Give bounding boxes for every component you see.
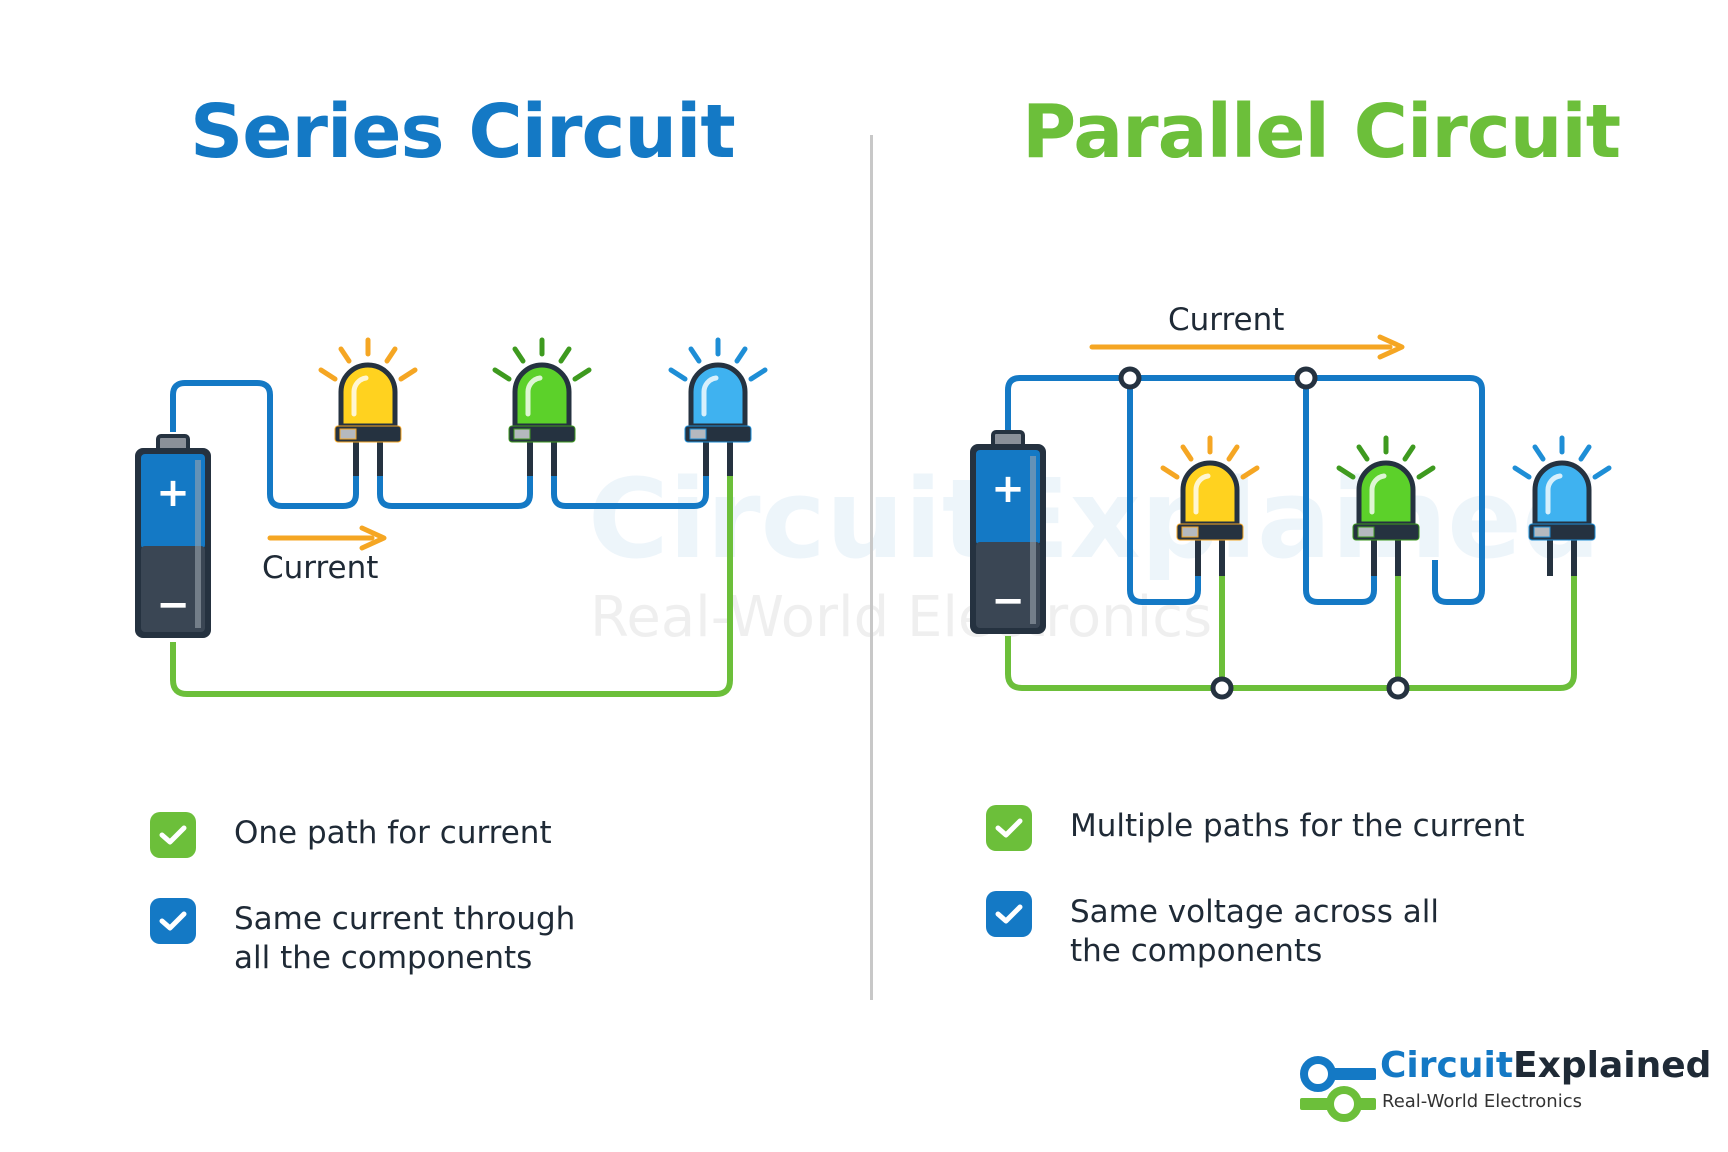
series-led-yellow [321, 340, 415, 442]
series-feature-2-text: Same current through all the components [234, 900, 575, 978]
parallel-current-label: Current [1168, 302, 1284, 338]
series-wire-blue-1 [170, 380, 359, 509]
series-wire-green [170, 458, 733, 697]
check-icon [986, 891, 1032, 937]
series-feature-1-text: One path for current [234, 814, 552, 853]
series-led-legs [353, 436, 733, 476]
series-feature-1-line-1: One path for current [234, 815, 552, 851]
parallel-wire-top-rail [1005, 375, 1485, 605]
parallel-circuit: + − Current [968, 302, 1609, 700]
series-battery: + − [133, 434, 213, 640]
parallel-feature-1-line-1: Multiple paths for the current [1070, 808, 1525, 844]
series-battery-plus: + [156, 470, 190, 516]
brand-name-part-1: Circuit [1380, 1045, 1514, 1086]
check-icon [150, 812, 196, 858]
parallel-wire-branch-1 [1127, 378, 1201, 605]
parallel-feature-1-text: Multiple paths for the current [1070, 807, 1525, 846]
brand-logo-icon [1300, 1056, 1376, 1122]
parallel-battery: + − [968, 430, 1048, 636]
parallel-feature-2-line-2: the components [1070, 933, 1323, 969]
series-feature-1: One path for current [150, 812, 552, 858]
brand-tagline: Real-World Electronics [1382, 1091, 1582, 1112]
series-current-label: Current [262, 550, 378, 586]
parallel-feature-2-line-1: Same voltage across all [1070, 894, 1439, 930]
parallel-battery-minus: − [991, 578, 1025, 624]
series-current-arrow [267, 525, 387, 551]
parallel-junctions [1118, 366, 1410, 700]
brand-name: CircuitExplained [1380, 1045, 1711, 1086]
check-icon [150, 898, 196, 944]
parallel-circuit-title: Parallel Circuit [1022, 89, 1621, 175]
series-circuit-title: Series Circuit [190, 89, 736, 175]
parallel-feature-2: Same voltage across all the components [986, 891, 1439, 971]
parallel-feature-2-text: Same voltage across all the components [1070, 893, 1439, 971]
series-feature-2-line-1: Same current through [234, 901, 576, 937]
parallel-wire-branch-2 [1303, 378, 1377, 605]
series-circuit: + − Current [133, 340, 765, 697]
parallel-current-arrow [1089, 334, 1405, 360]
center-divider [870, 135, 873, 1000]
series-led-green [495, 340, 589, 442]
check-icon [986, 805, 1032, 851]
parallel-led-legs [1195, 534, 1577, 576]
series-wire-blue-3 [551, 458, 709, 509]
parallel-led-yellow [1163, 438, 1257, 540]
series-feature-2-line-2: all the components [234, 940, 533, 976]
brand-name-part-2: Explained [1513, 1045, 1712, 1086]
parallel-feature-1: Multiple paths for the current [986, 805, 1525, 851]
series-led-blue [671, 340, 765, 442]
parallel-led-green [1339, 438, 1433, 540]
parallel-wire-bottom-rail [1005, 560, 1577, 691]
series-battery-minus: − [156, 582, 190, 628]
series-wire-blue-2 [377, 458, 533, 509]
parallel-led-blue [1515, 438, 1609, 540]
series-feature-2: Same current through all the components [150, 898, 575, 978]
parallel-battery-plus: + [991, 466, 1025, 512]
